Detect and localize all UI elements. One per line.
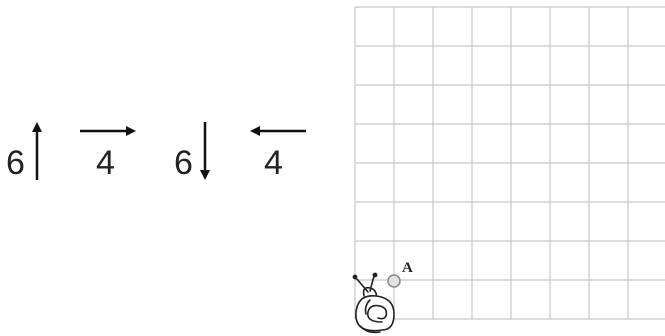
arrow-right-icon [80,126,136,136]
instruction-2-number: 4 [96,144,115,182]
instruction-panel: 6 4 6 4 [0,0,330,336]
instruction-3-number: 6 [174,144,193,182]
point-a-label: A [402,260,413,276]
point-a-marker [387,274,401,288]
arrow-left-icon [250,126,306,136]
arrow-down-icon [200,122,210,180]
snail-icon [352,272,395,334]
arrow-up-icon [32,122,42,180]
instruction-4-number: 4 [264,144,283,182]
grid-lines [354,6,665,320]
instruction-1-number: 6 [6,144,25,182]
